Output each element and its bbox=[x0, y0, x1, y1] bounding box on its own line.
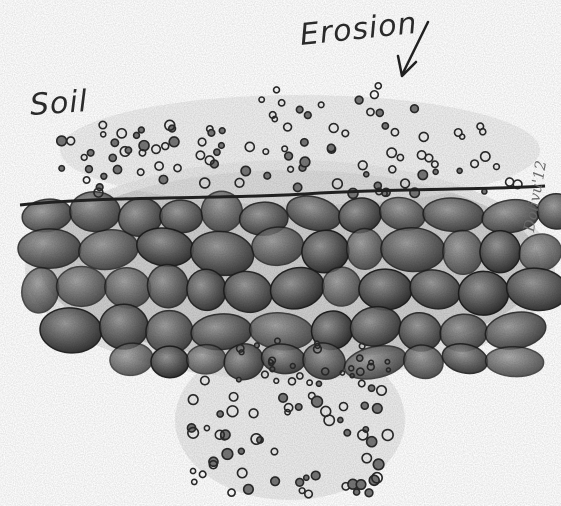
soil-label: Soil bbox=[29, 84, 89, 123]
